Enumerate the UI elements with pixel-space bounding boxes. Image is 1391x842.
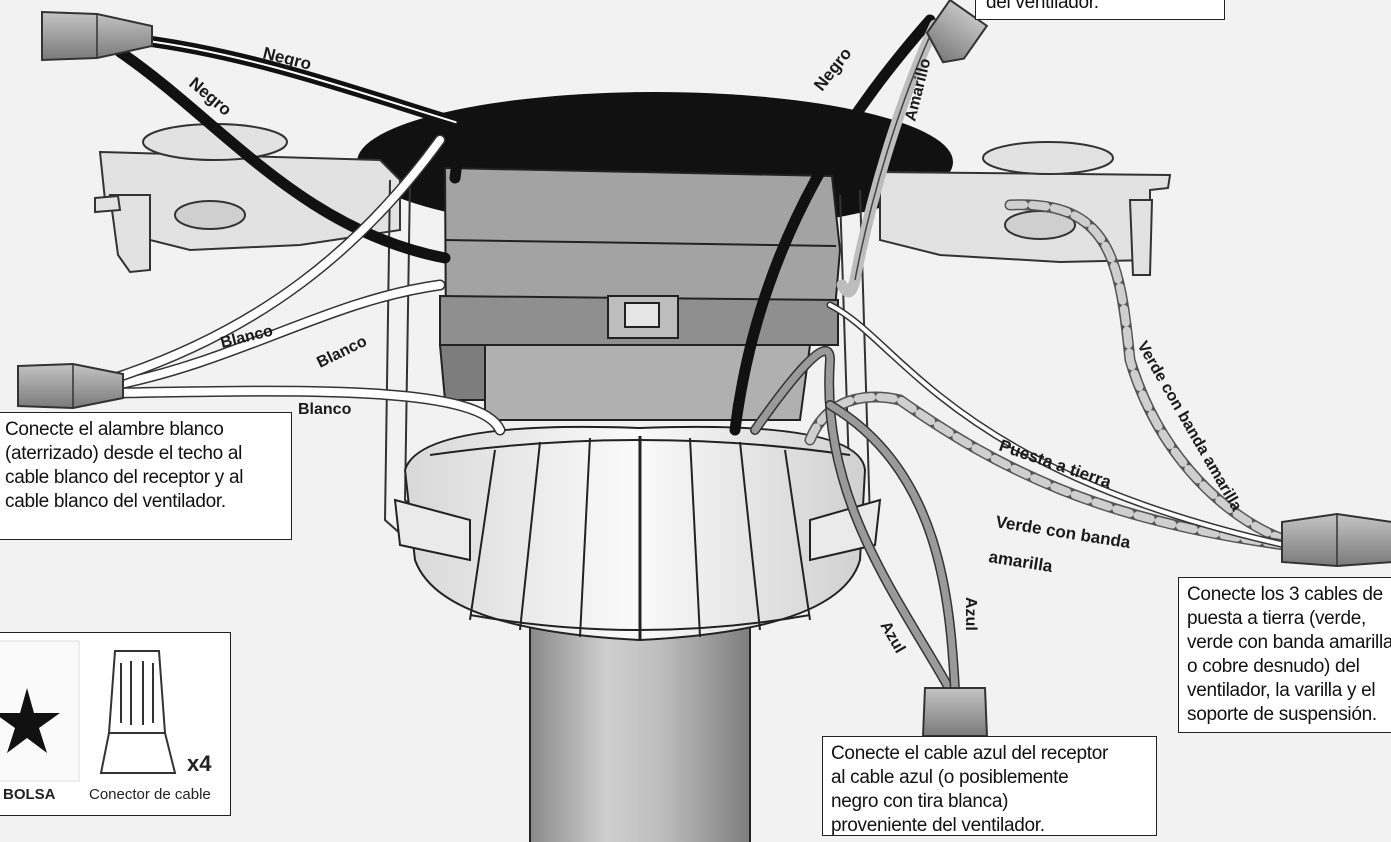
- connector-label: Conector de cable: [89, 786, 211, 803]
- callout-white-wire: Conecte el alambre blanco (aterrizado) d…: [0, 412, 292, 540]
- label-azul-left: Azul: [877, 619, 909, 657]
- legend-art: [0, 640, 177, 782]
- black-wires: [114, 14, 936, 436]
- label-azul-right: Azul: [962, 597, 979, 631]
- label-verde-banda-right: Verde con banda amarilla: [1134, 339, 1245, 515]
- wire-nut-blue: [921, 687, 989, 737]
- left-bracket: [94, 123, 401, 274]
- wire-connector-icon: [99, 650, 177, 774]
- downrod: [529, 619, 751, 842]
- canopy: [393, 425, 882, 642]
- green-yellow-wires: [804, 199, 1291, 551]
- callout-ground-wire: Conecte los 3 cables de puesta a tierra …: [1178, 577, 1391, 733]
- white-wires: [109, 134, 506, 436]
- label-blanco-2: Blanco: [314, 333, 370, 372]
- wire-nut-top-left: [41, 10, 153, 62]
- label-verde-banda-2: amarilla: [987, 547, 1054, 576]
- label-negro-center: Negro: [810, 44, 855, 94]
- wire-nut-right: [1281, 512, 1391, 568]
- parts-legend: BOLSA Conector de cable x4: [0, 632, 231, 816]
- receiver-unit: [438, 166, 842, 421]
- label-blanco-3: Blanco: [298, 401, 352, 418]
- star-icon: [0, 688, 60, 753]
- callout-top-right: del ventilador.: [975, 0, 1225, 20]
- wire-nut-left: [17, 362, 124, 410]
- blue-wires: [750, 346, 960, 695]
- callout-blue-wire: Conecte el cable azul del receptor al ca…: [822, 736, 1157, 836]
- quantity-label: x4: [187, 751, 212, 776]
- bag-label: BOLSA: [3, 786, 56, 803]
- label-verde-banda-1: Verde con banda: [994, 512, 1132, 552]
- wire-nut-top-right: [925, 0, 989, 64]
